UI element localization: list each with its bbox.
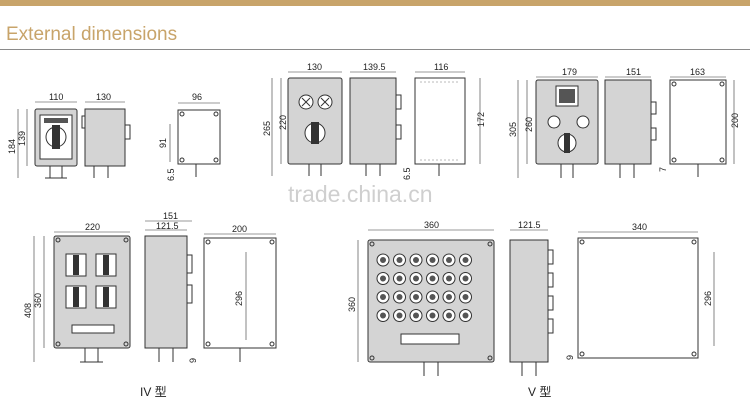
type5-button-center	[429, 275, 436, 282]
type5-button-center	[462, 275, 469, 282]
type5-button-center	[446, 275, 452, 282]
type1-top-width-label: 96	[192, 92, 202, 102]
section-title: External dimensions	[6, 24, 178, 45]
type5-button-center	[413, 257, 419, 263]
type4-side-view	[144, 235, 193, 362]
type5-button-center	[462, 294, 469, 300]
type5-button-center	[446, 312, 452, 319]
type5-button-center	[380, 275, 386, 282]
type1-height-outer-label: 184	[7, 139, 17, 154]
type3-dimensions: 179 151 163 305 260 200 7	[508, 67, 740, 178]
type2-front-view	[287, 77, 343, 176]
type1-front-view	[34, 108, 78, 179]
type5-dimensions: 360 360 121.5 340 296 9 V 型	[347, 220, 715, 399]
type5-button-center	[413, 275, 419, 282]
type5-width-label: 360	[424, 220, 439, 230]
type4-dimensions: 220 151 121.5 200 408 360 296 9 IV 型	[23, 211, 276, 399]
type5-button-center	[413, 294, 419, 300]
type5-button-center	[396, 275, 403, 282]
type4-side-inner-label: 121.5	[156, 221, 179, 231]
type5-button-center	[413, 312, 419, 319]
type5-caption: V 型	[528, 385, 551, 399]
type1-dimensions: 110 130 96 184 139 91 6.5	[7, 92, 220, 181]
type2-back-height-label: 172	[476, 112, 486, 127]
type3-back-height-label: 200	[730, 113, 740, 128]
type5-button-center	[446, 294, 452, 300]
type3-back-view	[669, 79, 727, 177]
type4-caption: IV 型	[140, 385, 167, 399]
type5-button-center	[462, 257, 469, 263]
type2-back-view	[414, 77, 466, 176]
type3-width-label: 179	[562, 67, 577, 77]
type4-back-width-label: 200	[232, 224, 247, 234]
type5-side-view	[509, 239, 554, 376]
title-divider	[0, 49, 750, 50]
type2-width-label: 130	[307, 62, 322, 72]
type3-back-width-label: 163	[690, 67, 705, 77]
type5-back-height-label: 296	[703, 291, 713, 306]
type3-height-inner-label: 260	[524, 117, 534, 132]
type1-side-height-label: 91	[158, 138, 168, 148]
type4-height-inner-label: 360	[33, 293, 43, 308]
type4-side-outer-label: 151	[163, 211, 178, 221]
type4-height-outer-label: 408	[23, 303, 33, 318]
type2-back-width-label: 116	[434, 62, 448, 72]
type1-flange-label: 6.5	[166, 168, 176, 181]
type4-back-view	[203, 237, 277, 362]
type2-dimensions: 130 139.5 116 265 220 172 6.5	[262, 62, 486, 180]
type1-side-width-label: 130	[96, 92, 111, 102]
type3-side-view	[604, 79, 657, 178]
type5-button-center	[396, 257, 403, 263]
type4-back-height-label: 296	[234, 291, 244, 306]
type4-front-view	[53, 235, 131, 363]
type5-button-center	[446, 257, 452, 263]
type3-side-width-label: 151	[626, 67, 641, 77]
type4-width-label: 220	[85, 222, 100, 232]
type5-button-center	[380, 312, 386, 319]
type5-back-view	[577, 237, 699, 359]
type4-flange-label: 9	[188, 358, 198, 363]
type2-height-inner-label: 220	[278, 115, 288, 130]
type1-width-label: 110	[49, 92, 63, 102]
type1-top-view	[177, 109, 221, 177]
type5-side-width-label: 121.5	[518, 220, 541, 230]
watermark-text: trade.china.cn	[288, 181, 432, 207]
type2-side-width-label: 139.5	[363, 62, 386, 72]
type1-side-view	[81, 108, 131, 178]
type5-height-label: 360	[347, 297, 357, 312]
type5-button-center	[380, 257, 386, 263]
type3-height-outer-label: 305	[508, 122, 518, 137]
type5-button-center	[380, 294, 386, 300]
type2-side-view	[349, 77, 402, 176]
type5-button-center	[429, 257, 436, 263]
type5-button-center	[396, 294, 403, 300]
type5-front-extra	[400, 333, 460, 376]
type2-height-outer-label: 265	[262, 121, 272, 136]
type5-button-grid	[376, 253, 472, 322]
type2-flange-label: 6.5	[402, 167, 412, 180]
top-accent-bar	[0, 0, 750, 6]
type3-front-view	[535, 79, 599, 178]
type5-button-center	[429, 312, 436, 319]
type5-button-center	[462, 312, 469, 319]
type1-height-inner-label: 139	[17, 131, 27, 146]
type5-button-center	[429, 294, 436, 300]
type5-flange-label: 9	[565, 355, 575, 360]
type3-flange-label: 7	[658, 167, 668, 172]
type5-button-center	[396, 312, 403, 319]
type5-back-width-label: 340	[632, 222, 647, 232]
